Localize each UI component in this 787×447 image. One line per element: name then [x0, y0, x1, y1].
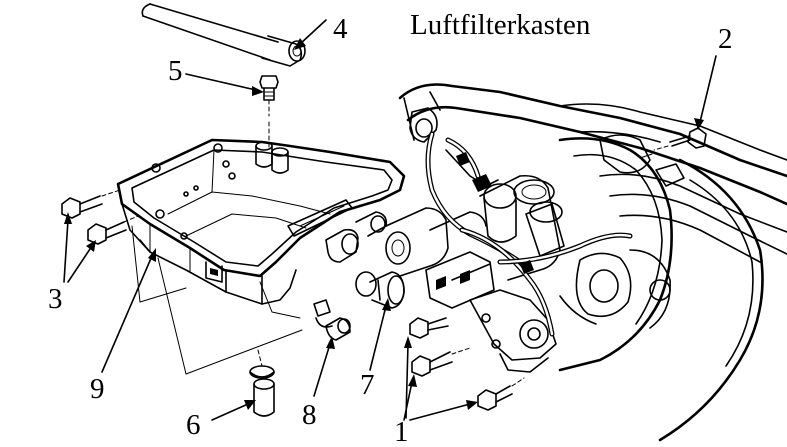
diagram-title: Luftfilterkasten — [410, 9, 591, 41]
top-bolt-part — [259, 75, 279, 151]
spacer-tube-part — [249, 349, 275, 417]
callout-7: 7 — [360, 369, 375, 401]
engine-frame-assembly — [385, 83, 787, 442]
callout-labels: 1 2 3 4 5 6 7 8 9 — [48, 13, 733, 447]
callout-8: 8 — [302, 399, 317, 431]
callout-1: 1 — [394, 416, 409, 447]
callout-2: 2 — [718, 23, 733, 55]
callout-3: 3 — [48, 283, 63, 315]
rubber-sleeve-part — [355, 271, 405, 309]
callout-arrows — [63, 19, 717, 421]
callout-4: 4 — [333, 13, 348, 45]
clip-part — [313, 299, 351, 341]
bottom-bolts-part — [409, 317, 525, 411]
housing-leader-lines — [131, 225, 303, 375]
left-screws-part — [61, 189, 139, 245]
callout-6: 6 — [186, 409, 201, 441]
breather-hose-part — [141, 3, 306, 67]
airbox-lower-case — [116, 138, 406, 305]
callout-5: 5 — [168, 55, 183, 87]
callout-9: 9 — [90, 373, 105, 405]
